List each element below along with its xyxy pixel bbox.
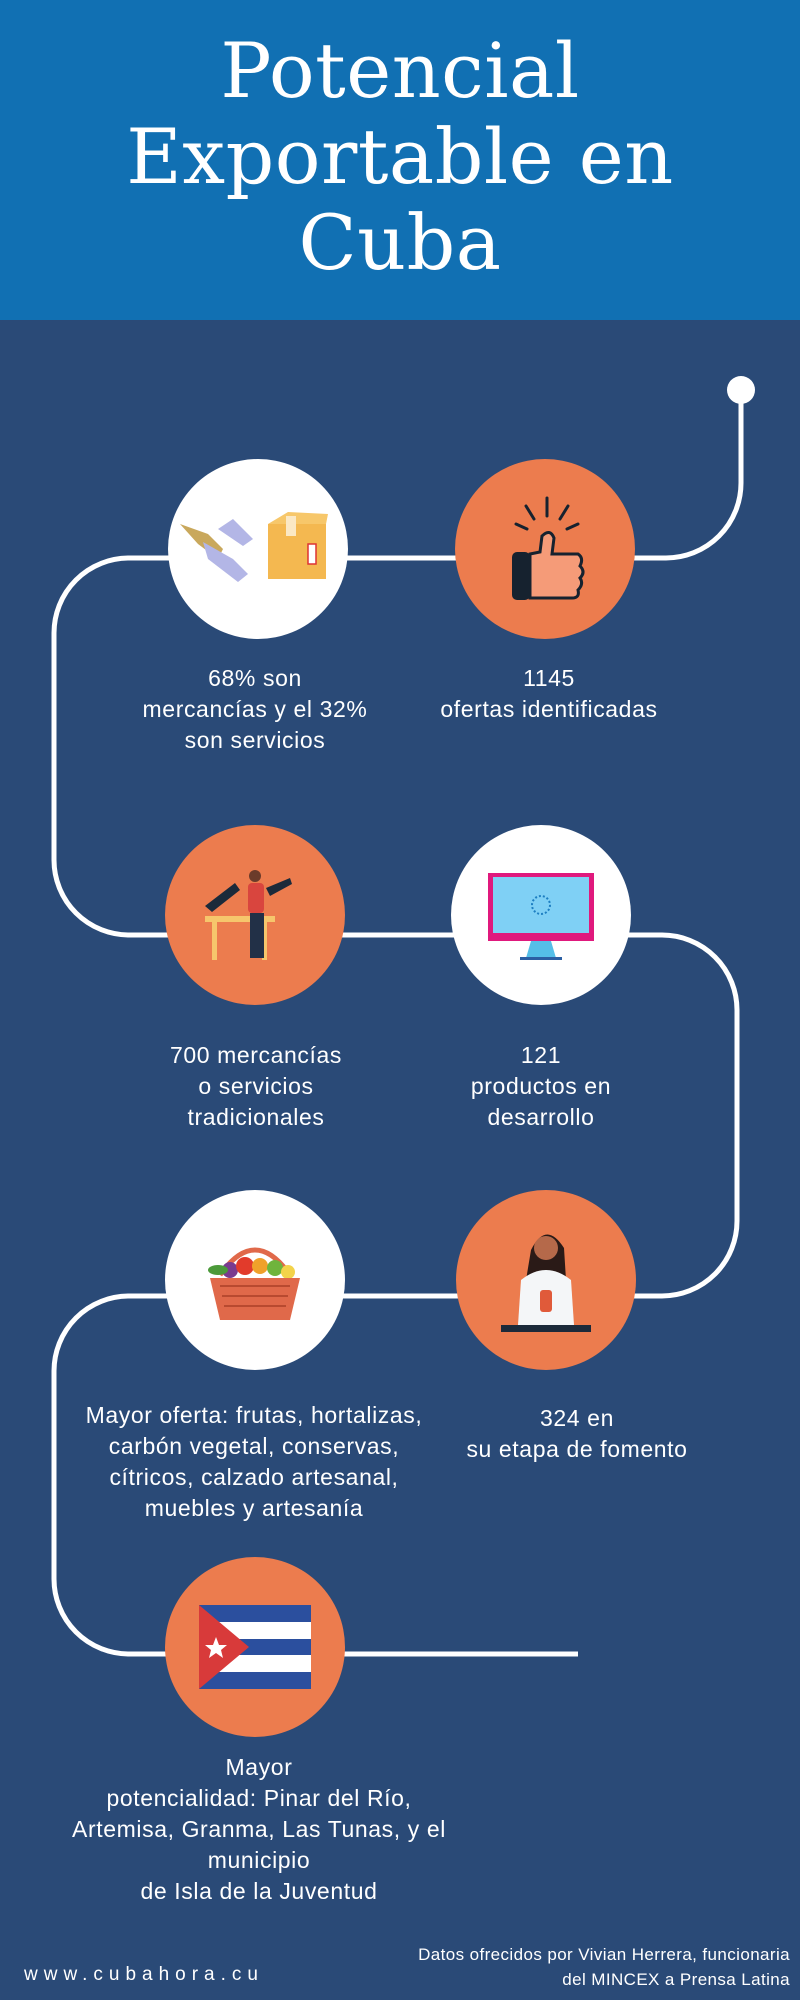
label-line: 68% son: [208, 665, 302, 691]
label-line: ofertas identificadas: [440, 696, 658, 722]
step-2-label: 1145 ofertas identificadas: [329, 663, 769, 725]
label-line: carbón vegetal, conservas,: [108, 1433, 400, 1459]
carpenter-icon: [205, 869, 292, 960]
step-4-circle: [451, 825, 631, 1005]
step-5-circle: [165, 1190, 345, 1370]
label-line: Mayor: [225, 1754, 293, 1780]
source-credit: Datos ofrecidos por Vivian Herrera, func…: [418, 1942, 790, 1992]
step-6-circle: [456, 1190, 636, 1370]
label-line: 324 en: [540, 1405, 614, 1431]
hands-box-icon: [180, 512, 328, 582]
label-line: de Isla de la Juventud: [140, 1878, 378, 1904]
label-line: tradicionales: [187, 1104, 325, 1130]
step-7-circle: [165, 1557, 345, 1737]
label-line: cítricos, calzado artesanal,: [109, 1464, 399, 1490]
label-line: o servicios: [198, 1073, 314, 1099]
cuba-flag-icon: [199, 1605, 311, 1689]
timeline-start-dot: [727, 376, 755, 404]
label-line: productos en: [470, 1073, 612, 1099]
monitor-icon: [488, 872, 594, 960]
page-title: Potencial Exportable en Cuba: [0, 28, 800, 286]
fruit-basket-icon: [208, 1247, 300, 1320]
label-line: Artemisa, Granma, Las Tunas, y el: [72, 1816, 446, 1842]
title-line: Cuba: [298, 198, 502, 287]
thumbs-up-icon: [512, 496, 585, 600]
step-3-label: 700 mercancías o servicios tradicionales: [36, 1040, 476, 1133]
step-1-label: 68% son mercancías y el 32% son servicios: [35, 663, 475, 756]
site-link[interactable]: www.cubahora.cu: [24, 1964, 264, 1985]
title-line: Potencial: [220, 26, 580, 115]
label-line: Datos ofrecidos por Vivian Herrera, func…: [418, 1945, 790, 1964]
step-6-label: 324 en su etapa de fomento: [357, 1403, 797, 1465]
label-line: su etapa de fomento: [466, 1436, 688, 1462]
step-2-circle: [455, 459, 635, 639]
step-5-label: Mayor oferta: frutas, hortalizas, carbón …: [34, 1400, 474, 1524]
label-line: municipio: [207, 1847, 311, 1873]
label-line: 1145: [523, 665, 575, 691]
label-line: mercancías y el 32%: [142, 696, 368, 722]
label-line: del MINCEX a Prensa Latina: [562, 1970, 790, 1989]
label-line: son servicios: [184, 727, 326, 753]
title-line: Exportable en: [126, 112, 674, 201]
step-1-circle: [168, 459, 348, 639]
step-4-label: 121 productos en desarrollo: [321, 1040, 761, 1133]
scientist-icon: [501, 1234, 591, 1332]
label-line: potencialidad: Pinar del Río,: [106, 1785, 412, 1811]
label-line: 700 mercancías: [169, 1042, 343, 1068]
label-line: Mayor oferta: frutas, hortalizas,: [85, 1402, 423, 1428]
label-line: muebles y artesanía: [144, 1495, 364, 1521]
header-banner: Potencial Exportable en Cuba: [0, 0, 800, 320]
label-line: desarrollo: [487, 1104, 595, 1130]
step-3-circle: [165, 825, 345, 1005]
step-7-label: Mayor potencialidad: Pinar del Río, Artemi…: [39, 1752, 479, 1907]
label-line: 121: [520, 1042, 562, 1068]
